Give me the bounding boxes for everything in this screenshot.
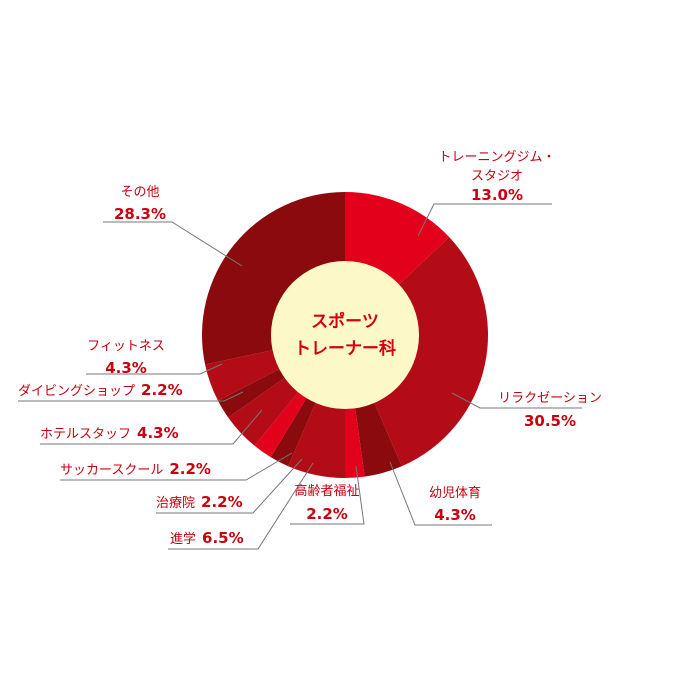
slice-label: サッカースクール 2.2% (60, 460, 211, 478)
leader-line (103, 221, 243, 267)
leader-line (156, 458, 303, 514)
slice-name: ホテルスタッフ (40, 427, 131, 442)
leader-lines (18, 203, 582, 550)
slice-name: サッカースクール (60, 463, 163, 478)
slice-name: ダイビングショップ (18, 384, 135, 399)
slice-percent: 2.2% (201, 493, 243, 511)
slice-name: 治療院 (156, 496, 195, 511)
slice-percent: 30.5% (524, 412, 576, 430)
slice-label: 進学 6.5% (170, 529, 244, 547)
slice-name: その他 (120, 185, 159, 200)
slice-name: フィットネス (87, 339, 165, 354)
slice-name: トレーニングジム・ (438, 150, 555, 165)
slice-name: 進学 (170, 531, 196, 547)
center-label-line-1: スポーツ (311, 311, 379, 332)
slice-name: 高齢者福祉 (294, 483, 359, 499)
slice-percent: 4.3% (434, 506, 476, 524)
center-disc (271, 261, 419, 409)
slice-percent: 2.2% (306, 505, 348, 523)
slice-percent: 2.2% (169, 460, 211, 478)
leader-line (417, 203, 552, 237)
slice-percent: 2.2% (141, 381, 183, 399)
slice-percent: 13.0% (471, 186, 523, 204)
leader-line (389, 461, 492, 526)
slice-percent: 4.3% (137, 424, 179, 442)
leader-line (290, 465, 365, 525)
slice-label: ホテルスタッフ 4.3% (40, 424, 179, 442)
slice-name: リラクゼーション (498, 391, 602, 406)
slice-percent: 4.3% (105, 359, 147, 377)
leader-line (86, 363, 223, 375)
slice-label: 治療院 2.2% (156, 493, 243, 511)
leader-line (168, 462, 314, 550)
center-label-line-2: トレーナー科 (294, 338, 396, 359)
slice-label: ダイビングショップ 2.2% (18, 381, 183, 399)
slice-labels: トレーニングジム・スタジオ 13.0% リラクゼーション 30.5% 幼児体育 4.3% 高… (18, 150, 602, 547)
slice-name: 幼児体育 (429, 485, 481, 501)
leader-line (60, 452, 293, 481)
leader-line (40, 409, 263, 445)
leader-line (451, 392, 582, 409)
slice-percent: 6.5% (202, 529, 244, 547)
slice-percent: 28.3% (114, 205, 166, 223)
leader-line (18, 391, 244, 402)
slice-name: スタジオ (471, 169, 523, 184)
